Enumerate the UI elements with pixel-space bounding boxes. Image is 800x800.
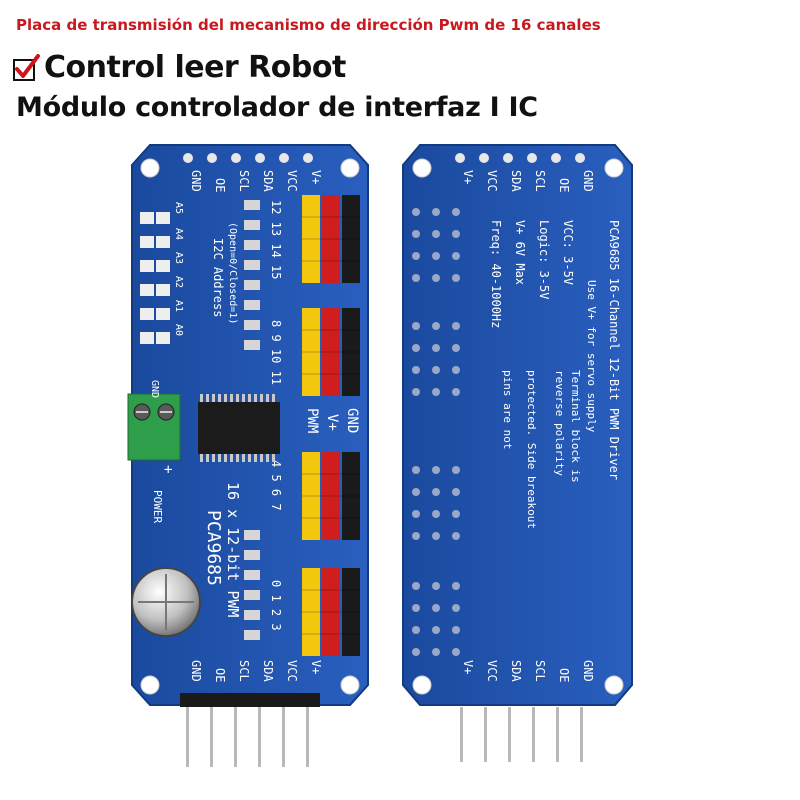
page-subtitle: Placa de transmisión del mecanismo de di… bbox=[16, 16, 601, 34]
label-pwm: PWM bbox=[304, 408, 320, 433]
power-terminal-block bbox=[127, 393, 181, 461]
front-bottom-pin-vcc: VCC bbox=[285, 660, 299, 682]
back-bottom-pin-oe: OE bbox=[557, 668, 571, 682]
back-top-pin-vplus: V+ bbox=[461, 170, 475, 184]
note-line-1: Use V+ for servo supply bbox=[585, 280, 598, 433]
back-through-holes bbox=[412, 208, 460, 656]
note-line-3: reverse polarity bbox=[553, 370, 566, 476]
addr-title: I2C Address bbox=[211, 238, 225, 317]
front-bottom-pin-labels: GND OE SCL SDA VCC V+ bbox=[189, 660, 323, 682]
back-notes: Use V+ for servo supply Terminal block i… bbox=[501, 280, 598, 529]
front-bottom-pin-oe: OE bbox=[213, 668, 227, 682]
back-bottom-pin-scl: SCL bbox=[533, 660, 547, 682]
label-gnd: GND bbox=[344, 408, 360, 433]
front-top-pin-sda: SDA bbox=[261, 170, 275, 192]
front-top-pin-vplus: V+ bbox=[309, 170, 323, 184]
back-top-pin-gnd: GND bbox=[581, 170, 595, 192]
address-pin-labels: A5 A4 A3 A2 A1 A0 bbox=[173, 202, 184, 336]
back-top-pin-sda: SDA bbox=[509, 170, 523, 192]
front-bottom-pins bbox=[180, 693, 320, 767]
product-photo: GND OE SCL SDA VCC V+ A5 A4 A3 A2 A1 A0 … bbox=[127, 144, 633, 767]
front-power-label: POWER bbox=[151, 490, 164, 523]
back-bottom-pin-gnd: GND bbox=[581, 660, 595, 682]
ch-group-12-15: 12 13 14 15 bbox=[269, 200, 283, 279]
back-title: PCA9685 16-Channel 12-Bit PWM Driver bbox=[607, 220, 621, 480]
front-chip-label: PCA9685 bbox=[203, 510, 224, 586]
back-bottom-pins bbox=[460, 707, 583, 762]
back-top-pin-vcc: VCC bbox=[485, 170, 499, 192]
front-board: GND OE SCL SDA VCC V+ A5 A4 A3 A2 A1 A0 … bbox=[127, 144, 369, 767]
note-line-4: protected. Side breakout bbox=[525, 370, 538, 529]
note-line-2: Terminal block is bbox=[569, 370, 582, 483]
addr-a1: A1 bbox=[173, 300, 184, 312]
addr-a3: A3 bbox=[173, 252, 184, 264]
terminal-gnd-label: GND bbox=[149, 380, 160, 398]
header-row-labels: PWM V+ GND bbox=[304, 408, 360, 433]
addr-subtitle: (Open=0/Closed=1) bbox=[227, 222, 238, 324]
front-top-pin-vcc: VCC bbox=[285, 170, 299, 192]
back-board: V+ VCC SDA SCL OE GND PCA96 bbox=[402, 144, 633, 762]
ch-group-0-3: 0 1 2 3 bbox=[269, 580, 283, 631]
back-bottom-pin-vplus: V+ bbox=[461, 660, 475, 674]
back-bottom-pin-sda: SDA bbox=[509, 660, 523, 682]
terminal-plus-label: + bbox=[164, 462, 172, 478]
spec-vcc: VCC: 3-5V bbox=[561, 220, 575, 285]
checkbox-check-icon bbox=[13, 53, 40, 81]
front-chip-subtitle: 16 x 12-bit PWM bbox=[224, 482, 242, 617]
channel-labels: 12 13 14 15 8 9 10 11 4 5 6 7 0 1 2 3 bbox=[269, 200, 283, 631]
front-top-pin-holes bbox=[183, 153, 313, 163]
back-specs: VCC: 3-5V Logic: 3-5V V+ 6V Max Freq: 40… bbox=[489, 220, 575, 328]
addr-a5: A5 bbox=[173, 202, 184, 214]
addr-a2: A2 bbox=[173, 276, 184, 288]
ch-group-4-7: 4 5 6 7 bbox=[269, 460, 283, 511]
back-top-pin-scl: SCL bbox=[533, 170, 547, 192]
addr-a0: A0 bbox=[173, 324, 184, 336]
spec-logic: Logic: 3-5V bbox=[537, 220, 551, 299]
front-top-pin-scl: SCL bbox=[237, 170, 251, 192]
front-top-pin-gnd: GND bbox=[189, 170, 203, 192]
address-jumpers bbox=[140, 212, 170, 344]
front-bottom-pin-vplus: V+ bbox=[309, 660, 323, 674]
addr-a4: A4 bbox=[173, 228, 184, 240]
front-bottom-pin-gnd: GND bbox=[189, 660, 203, 682]
label-vplus: V+ bbox=[324, 414, 340, 431]
headline-subtitle: Módulo controlador de interfaz I IC bbox=[16, 92, 538, 123]
back-top-pin-labels: V+ VCC SDA SCL OE GND bbox=[461, 170, 595, 192]
pca9685-chip bbox=[198, 394, 280, 462]
spec-vplus: V+ 6V Max bbox=[513, 220, 527, 285]
note-line-5: pins are not bbox=[501, 370, 514, 449]
back-bottom-pin-vcc: VCC bbox=[485, 660, 499, 682]
front-top-pin-oe: OE bbox=[213, 178, 227, 192]
resistor-array bbox=[244, 200, 260, 640]
back-top-pin-holes bbox=[455, 153, 585, 163]
front-bottom-pin-scl: SCL bbox=[237, 660, 251, 682]
headline: Control leer Robot bbox=[12, 50, 346, 85]
spec-freq: Freq: 40-1000Hz bbox=[489, 220, 503, 328]
front-top-pin-labels: GND OE SCL SDA VCC V+ bbox=[189, 170, 323, 192]
capacitor bbox=[131, 567, 201, 637]
ch-group-8-11: 8 9 10 11 bbox=[269, 320, 283, 385]
back-bottom-pin-labels: V+ VCC SDA SCL OE GND bbox=[461, 660, 595, 682]
back-top-pin-oe: OE bbox=[557, 178, 571, 192]
servo-headers bbox=[302, 195, 360, 656]
headline-title: Control leer Robot bbox=[44, 50, 346, 85]
front-bottom-pin-sda: SDA bbox=[261, 660, 275, 682]
